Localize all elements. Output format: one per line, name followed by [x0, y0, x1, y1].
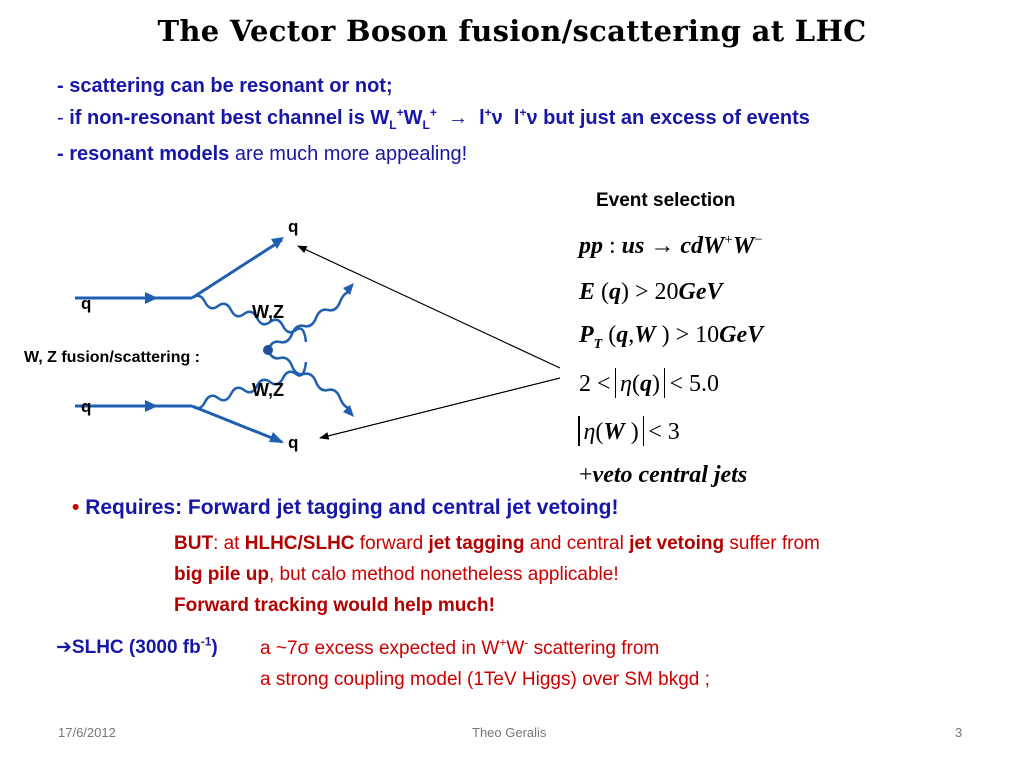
arrow-icon: ➔: [56, 637, 72, 658]
bullet-line-2-text: if non-resonant best channel is W: [69, 107, 390, 129]
quark-arrow-in-bottom: [145, 400, 158, 412]
slhc-label: SLHC (3000 fb: [71, 637, 201, 658]
bullet-line-3-bold: - resonant models: [57, 143, 230, 165]
slide-title: The Vector Boson fusion/scattering at LH…: [157, 14, 867, 48]
boson-arrow-top-out: [343, 283, 354, 295]
boson-arrow-bottom-out: [343, 405, 354, 417]
label-q-out-top: q: [288, 217, 298, 236]
label-wz-bottom: W,Z: [252, 380, 284, 400]
forward-tracking-label: Forward tracking would help much!: [174, 595, 495, 616]
footer-date: 17/6/2012: [58, 725, 116, 740]
boson-line-top-in: [191, 294, 308, 343]
but-line-1: BUT: at HLHC/SLHC forward jet tagging an…: [174, 529, 820, 559]
boson-line-bottom-out: [266, 349, 351, 410]
quark-line-out-bottom: [191, 404, 283, 444]
bullet-dash: -: [57, 107, 70, 129]
pointer-arrow-top-quark: [297, 245, 560, 369]
bullet-line-1: - scattering can be resonant or not;: [57, 75, 393, 97]
but-line-2: big pile up, but calo method nonetheless…: [174, 560, 619, 590]
cut-transverse-momentum: PT (q,W ) > 10GeV: [579, 322, 764, 352]
but-label: BUT: [174, 533, 214, 554]
but-text-2: forward: [354, 533, 429, 554]
boson-line-top-out: [266, 290, 351, 351]
slhc-label-close: ): [211, 637, 218, 658]
footer-author: Theo Geralis: [472, 725, 547, 740]
slhc-text-b: excess expected in W: [309, 638, 500, 659]
quark-arrow-in-top: [145, 292, 158, 304]
cut-jet-eta: 2 <η(q)< 5.0: [579, 368, 719, 398]
hlhc-label: HLHC/SLHC: [244, 533, 355, 554]
slhc-text-a: a ~7: [260, 638, 298, 659]
quark-arrow-out-top: [271, 237, 284, 249]
cut-central-jet-veto: +veto central jets: [579, 462, 748, 488]
label-q-in-top: q: [81, 294, 91, 313]
requires-bullet: •: [72, 496, 80, 519]
big-pile-up-label: big pile up: [174, 564, 269, 585]
label-q-out-bottom: q: [288, 433, 298, 452]
bullet-line-2: - if non-resonant best channel is WL+WL+…: [57, 105, 810, 132]
label-wz-top: W,Z: [252, 302, 284, 322]
slhc-text-c: W: [506, 638, 525, 659]
slhc-line: ➔SLHC (3000 fb-1): [56, 634, 218, 658]
requires-line: • Requires: Forward jet tagging and cent…: [72, 496, 618, 520]
event-selection-heading: Event selection: [596, 190, 736, 211]
but-line-2-rest: , but calo method nonetheless applicable…: [269, 564, 619, 585]
slhc-text-line-2: a strong coupling model (1TeV Higgs) ove…: [260, 669, 710, 690]
bullet-line-2-suffix: but just an excess of events: [543, 107, 810, 129]
label-q-in-bottom: q: [81, 397, 91, 416]
but-text-4: suffer from: [724, 533, 820, 554]
bullet-line-3-rest: are much more appealing!: [229, 143, 468, 165]
quark-line-out-top: [191, 238, 283, 300]
but-line-3: Forward tracking would help much!: [174, 591, 495, 621]
jet-vetoing-label: jet vetoing: [629, 533, 725, 554]
scattering-vertex: [263, 345, 273, 355]
label-fusion-scattering: W, Z fusion/scattering :: [24, 349, 200, 366]
but-text-3: and central: [524, 533, 630, 554]
cut-process: pp : us → cdW+W−: [579, 232, 763, 259]
slhc-text-d: scattering from: [528, 638, 660, 659]
slhc-text-line-1: a ~7σ excess expected in W+W- scattering…: [260, 635, 660, 659]
cut-w-eta: η(W )< 3: [574, 416, 680, 446]
bullet-line-3: - resonant models are much more appealin…: [57, 138, 467, 170]
but-text-1: : at: [213, 533, 245, 554]
quark-arrow-out-bottom: [269, 432, 284, 443]
feynman-diagram: q q q q W,Z W,Z W, Z fusion/scattering :: [24, 217, 560, 452]
requires-text: Requires: Forward jet tagging and centra…: [85, 496, 619, 519]
pointer-arrow-bottom-quark: [319, 377, 560, 440]
boson-line-bottom-in: [191, 361, 308, 410]
jet-tagging-label: jet tagging: [428, 533, 525, 554]
cut-jet-energy: E (q) > 20GeV: [579, 279, 723, 305]
footer-page-number: 3: [955, 725, 963, 740]
